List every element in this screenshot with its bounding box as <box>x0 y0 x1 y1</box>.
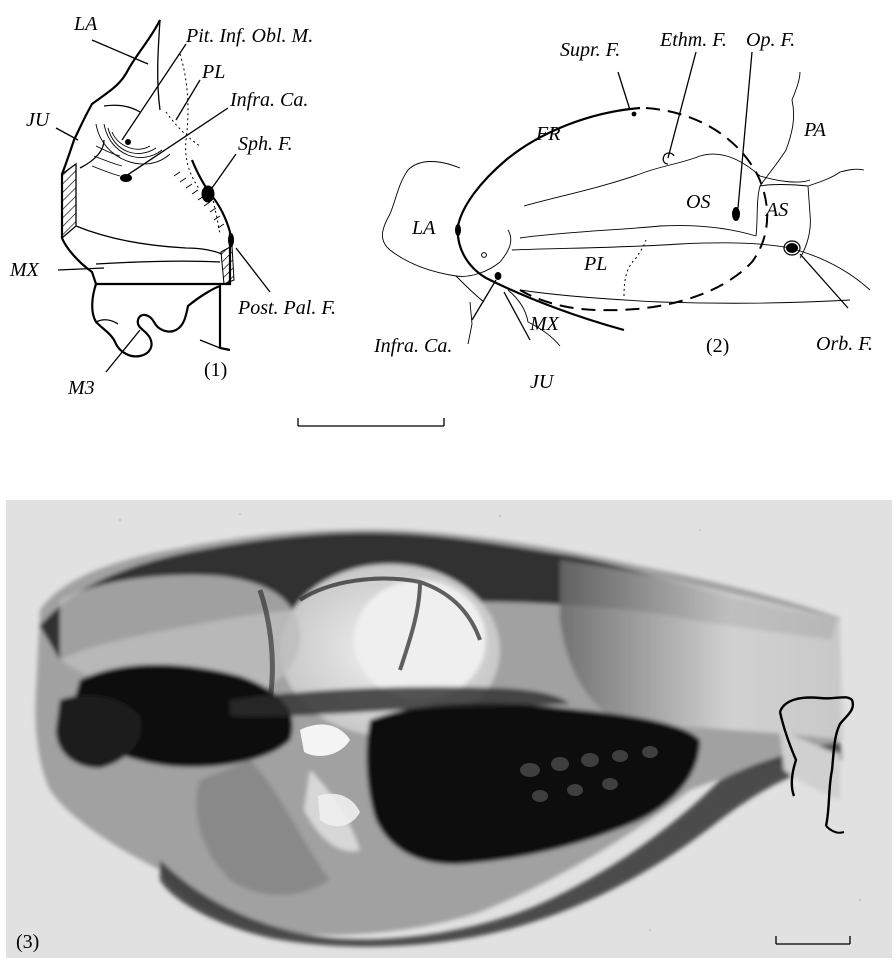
label-infra-ca-2: Infra. Ca. <box>373 335 452 357</box>
label-ju-1: JU <box>26 109 51 131</box>
label-op-f: Op. F. <box>746 29 795 51</box>
panel-1-drawing <box>56 20 270 372</box>
label-la-1: LA <box>73 13 98 35</box>
label-orb-f: Orb. F. <box>816 333 873 355</box>
label-mx-2: MX <box>529 313 560 335</box>
label-pit-inf-obl-m: Pit. Inf. Obl. M. <box>185 25 313 47</box>
label-infra-ca-1: Infra. Ca. <box>229 89 308 111</box>
label-pa: PA <box>803 119 827 141</box>
label-pl-2: PL <box>583 253 607 275</box>
label-ethm-f: Ethm. F. <box>659 29 727 51</box>
label-la-2: LA <box>411 217 436 239</box>
label-sph-f: Sph. F. <box>238 133 293 155</box>
label-os: OS <box>686 191 710 213</box>
panel-2-number: (2) <box>706 335 729 357</box>
label-ju-2: JU <box>530 371 555 393</box>
panel-1-number: (1) <box>204 359 227 381</box>
scale-bar-top <box>298 418 444 426</box>
label-supr-f: Supr. F. <box>560 39 620 61</box>
xray-photograph <box>6 500 892 958</box>
label-pl-1: PL <box>201 61 225 83</box>
panel-3-number: (3) <box>16 931 39 953</box>
label-post-pal-f: Post. Pal. F. <box>237 297 336 319</box>
label-as: AS <box>764 199 788 221</box>
label-m3: M3 <box>67 377 95 399</box>
label-fr: FR <box>535 123 560 145</box>
panel-2-drawing <box>382 52 870 346</box>
label-mx-1: MX <box>9 259 40 281</box>
